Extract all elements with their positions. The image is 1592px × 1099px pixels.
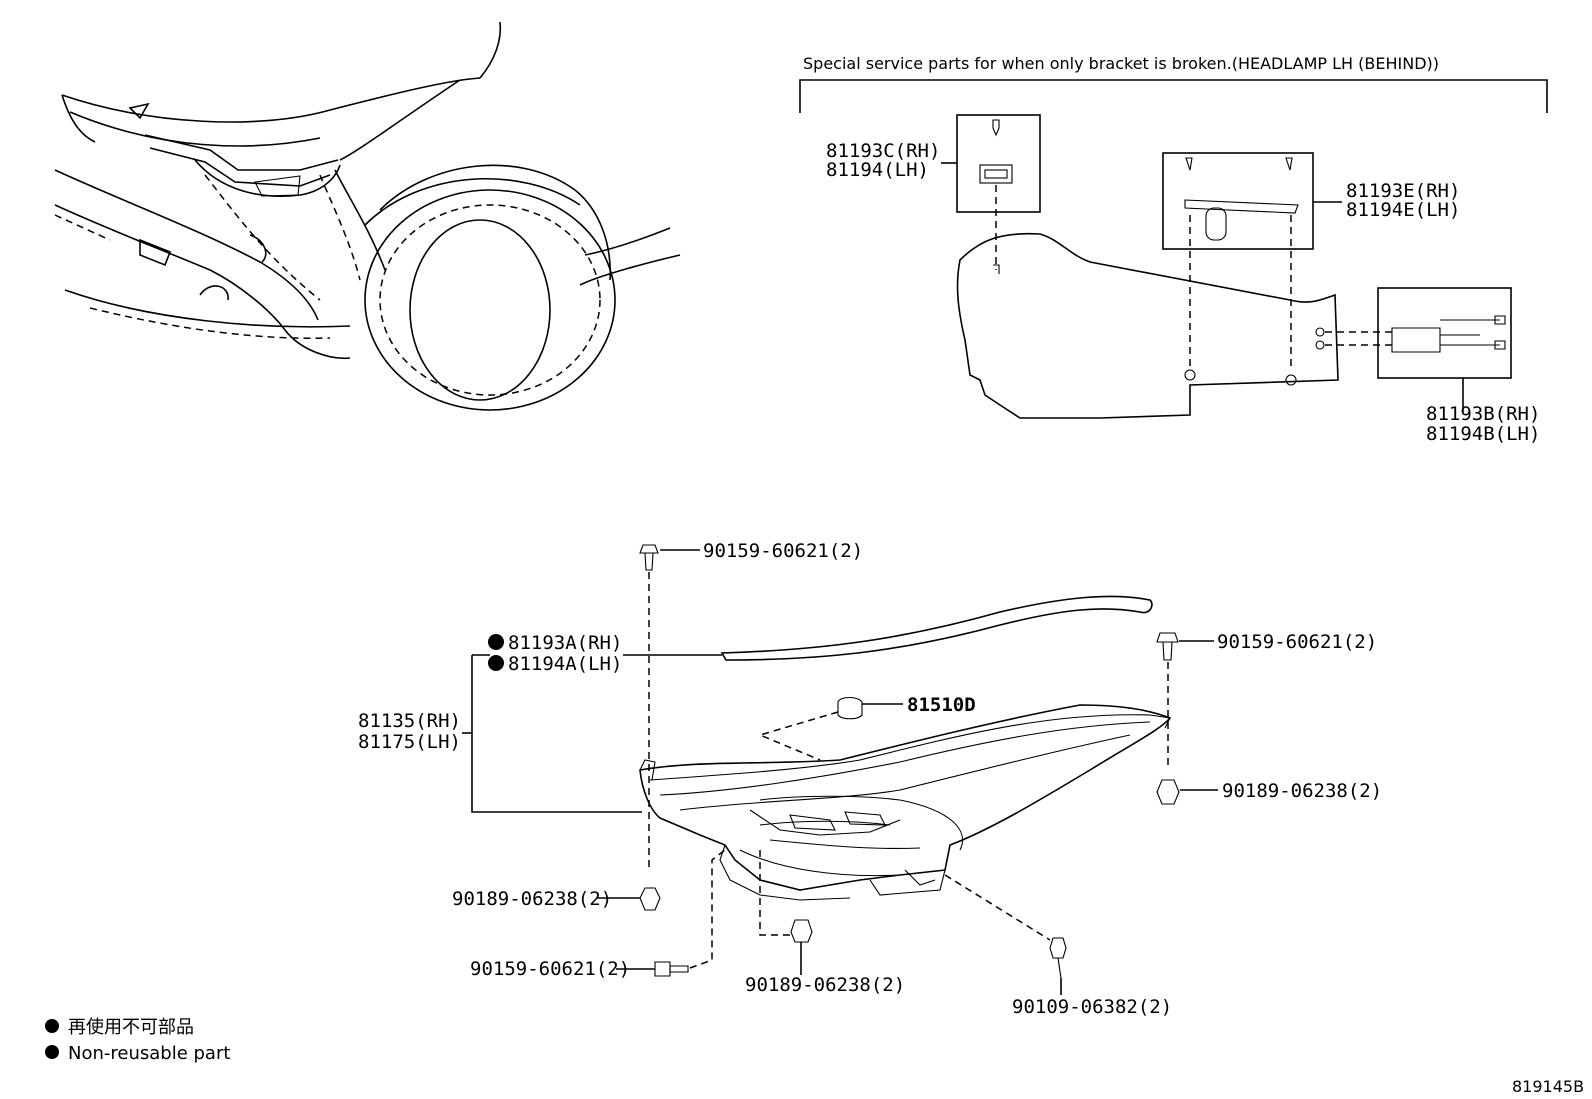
label-bolt-top-left: 90159-60621(2) [703, 540, 863, 562]
label-clip-bottom-mid: 90189-06238(2) [745, 974, 905, 996]
headlamp-assembly [639, 704, 1172, 901]
bolt-top-right [1156, 632, 1179, 770]
part-81193b-box [1315, 287, 1512, 379]
headlamp-rear-outline [956, 232, 1339, 419]
special-service-note: Special service parts for when only brac… [803, 54, 1439, 73]
label-81194e-lh: 81194E(LH) [1346, 199, 1460, 221]
label-81135-rh: 81135(RH) [358, 710, 461, 732]
part-81193e-box [1162, 152, 1314, 386]
non-reusable-marker-2 [488, 655, 504, 671]
clip-right [1156, 779, 1180, 805]
label-clip-left: 90189-06238(2) [452, 888, 612, 910]
clip-bottom-mid [759, 850, 813, 975]
label-81193b-rh: 81193B(RH) [1426, 403, 1540, 425]
non-reusable-marker-1 [488, 634, 504, 650]
label-81510d: 81510D [907, 694, 976, 716]
label-bolt-bottom-left: 90159-60621(2) [470, 958, 630, 980]
leader-headlamp-assy [471, 655, 642, 813]
label-81193a-rh: 81193A(RH) [508, 632, 622, 654]
gasket-strip [720, 595, 1153, 661]
legend-en: Non-reusable part [68, 1043, 230, 1064]
vehicle-front-illustration [54, 21, 681, 411]
screw-bottom-right [944, 874, 1067, 995]
bulb-81510d [757, 696, 903, 761]
label-screw-bottom-right: 90109-06382(2) [1012, 996, 1172, 1018]
label-81193e-rh: 81193E(RH) [1346, 180, 1460, 202]
label-bolt-top-right: 90159-60621(2) [1217, 631, 1377, 653]
label-81194-lh: 81194(LH) [826, 159, 929, 181]
legend-bullet-jp [45, 1019, 59, 1033]
special-parts-bracket [799, 79, 1548, 113]
label-81194b-lh: 81194B(LH) [1426, 423, 1540, 445]
diagram-id: 819145B [1512, 1077, 1584, 1096]
bolt-top-left [639, 544, 659, 870]
legend-jp: 再使用不可部品 [68, 1017, 194, 1038]
label-81193c-rh: 81193C(RH) [826, 140, 940, 162]
clip-left [639, 887, 661, 911]
label-81194a-lh: 81194A(LH) [508, 653, 622, 675]
label-clip-right: 90189-06238(2) [1222, 780, 1382, 802]
part-81193c-box [956, 114, 1041, 274]
legend-bullet-en [45, 1045, 59, 1059]
bolt-bottom-left [654, 849, 726, 977]
label-81175-lh: 81175(LH) [358, 731, 461, 753]
